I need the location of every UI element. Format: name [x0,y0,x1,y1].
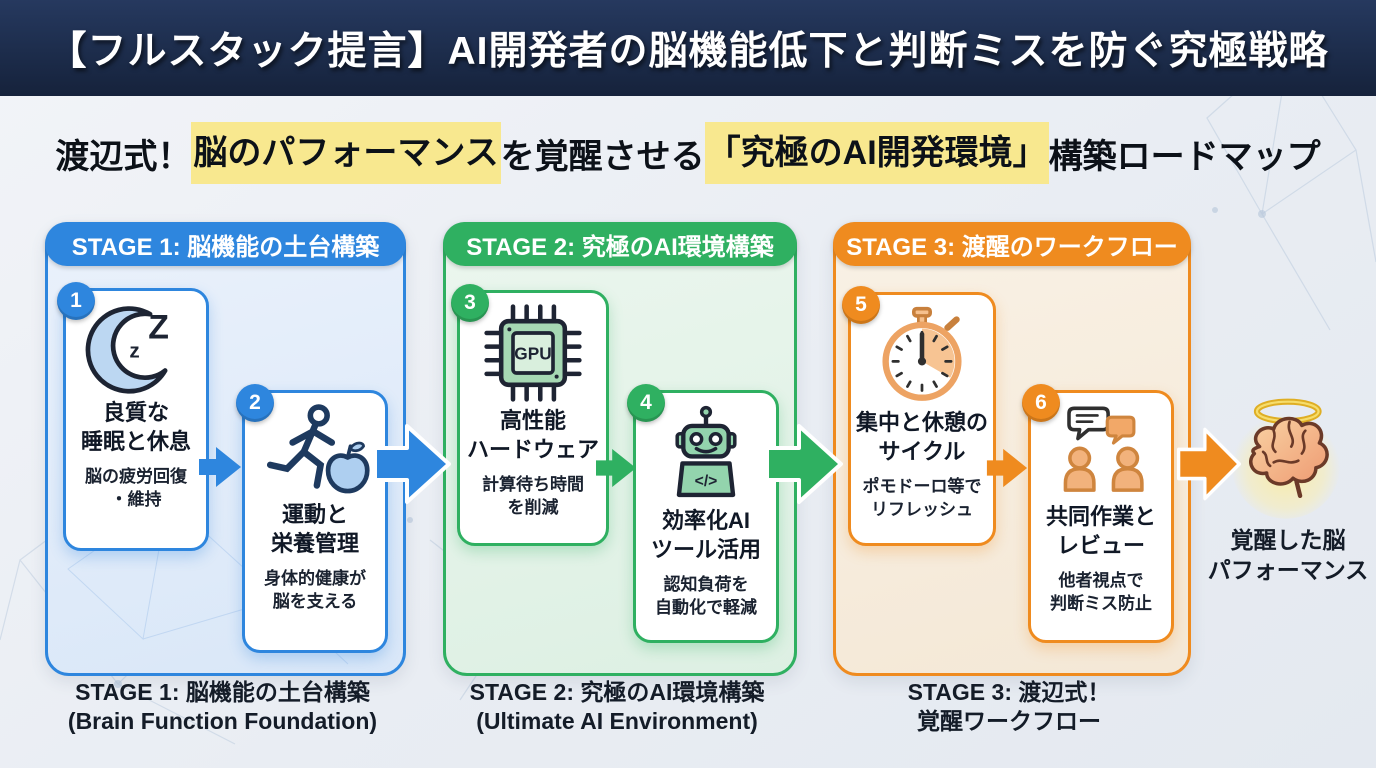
card-title: 共同作業と レビュー [1045,504,1156,558]
card-ai-tools: 4 </> 効率化AI ツール活用 認知負荷を 自動化で軽減 [627,384,779,643]
page-title: 【フルスタック提言】AI開発者の脳機能低下と判断ミスを防ぐ究極戦略 [47,30,1329,73]
card-focus-break-cycle: 5 集中と休憩の サイクル ポモドーロ等で リフレッシュ [842,286,996,546]
card-number-badge: 1 [57,282,95,320]
runner-apple-icon [266,404,370,494]
stage-2-footer: STAGE 2: 究極のAI環境構築 (Ultimate AI Environm… [469,679,765,734]
card-number-badge: 5 [842,286,880,324]
card-description: 脳の疲労回復 ・維持 [85,467,187,510]
subtitle-highlight-2: 「究極のAI開発環境」 [704,122,1049,184]
stage-1-footer: STAGE 1: 脳機能の土台構築 (Brain Function Founda… [67,679,378,734]
robot-chest-code-label: </> [695,473,718,490]
card-number-badge: 4 [627,384,665,422]
arrow-card3-to-card4 [596,448,636,488]
card-description: ポモドーロ等で リフレッシュ [862,477,982,520]
subtitle-middle: を覚醒させる [500,137,705,176]
stopwatch-icon [882,306,962,401]
arrow-stage3-to-result [1177,427,1241,501]
gpu-chip-icon: GPU [484,304,582,402]
card-title: 良質な 睡眠と休息 [80,400,191,454]
card-description: 他者視点で 判断ミス防止 [1050,571,1152,614]
subtitle-suffix: 構築ロードマップ [1048,137,1321,176]
card-description: 認知負荷を 自動化で軽減 [655,575,757,618]
card-hardware: 3 GPU 高性能 ハードウェア 計算待ち時間 を削減 [451,284,609,546]
header-bar: 【フルスタック提言】AI開発者の脳機能低下と判断ミスを防ぐ究極戦略 [0,0,1376,96]
card-title: 効率化AI ツール活用 [650,508,761,562]
card-title: 運動と 栄養管理 [270,502,359,556]
stage-3-header: STAGE 3: 渡醒のワークフロー [833,222,1191,266]
card-description: 計算待ち時間 を削減 [482,475,584,518]
arrow-card1-to-card2 [199,447,241,487]
card-number-badge: 3 [451,284,489,322]
ai-robot-icon: </> [675,405,737,498]
subtitle: 渡辺式！脳のパフォーマンスを覚醒させる「究極のAI開発環境」構築ロードマップ [0,118,1376,188]
arrow-stage2-to-stage3 [765,424,843,504]
result-label: 覚醒した脳 パフォーマンス [1207,527,1369,583]
card-title: 集中と休憩の サイクル [855,410,988,464]
subtitle-highlight-1: 脳のパフォーマンス [191,122,501,184]
stage-2-header: STAGE 2: 究極のAI環境構築 [443,222,797,266]
card-description: 身体的健康が 脳を支える [264,569,366,612]
card-number-badge: 2 [236,384,274,422]
card-title: 高性能 ハードウェア [466,408,599,462]
awakened-brain-icon [1231,398,1341,519]
arrow-stage1-to-stage2 [373,424,451,504]
collaboration-review-icon [1063,406,1144,492]
sleep-z-large: Z [148,309,169,347]
card-sleep: 1 z Z 良質な 睡眠と休息 脳の疲労回復 ・維持 [57,282,209,551]
subtitle-prefix: 渡辺式！ [55,137,192,176]
card-exercise-nutrition: 2 運動と 栄養管理 身体的健康が 脳を支える [236,384,388,653]
crescent-moon-sleep-icon: z Z [85,306,169,394]
gpu-chip-label: GPU [514,343,551,363]
arrow-card5-to-card6 [986,448,1028,488]
card-collaboration-review: 6 共同作業と レビュー 他者視点で 判断ミス防止 [1022,384,1174,643]
stage-1-header: STAGE 1: 脳機能の土台構築 [45,222,406,266]
stage-3-footer: STAGE 3: 渡辺式！ 覚醒ワークフロー [907,679,1111,734]
card-number-badge: 6 [1022,384,1060,422]
sleep-z-small: z [129,339,139,362]
